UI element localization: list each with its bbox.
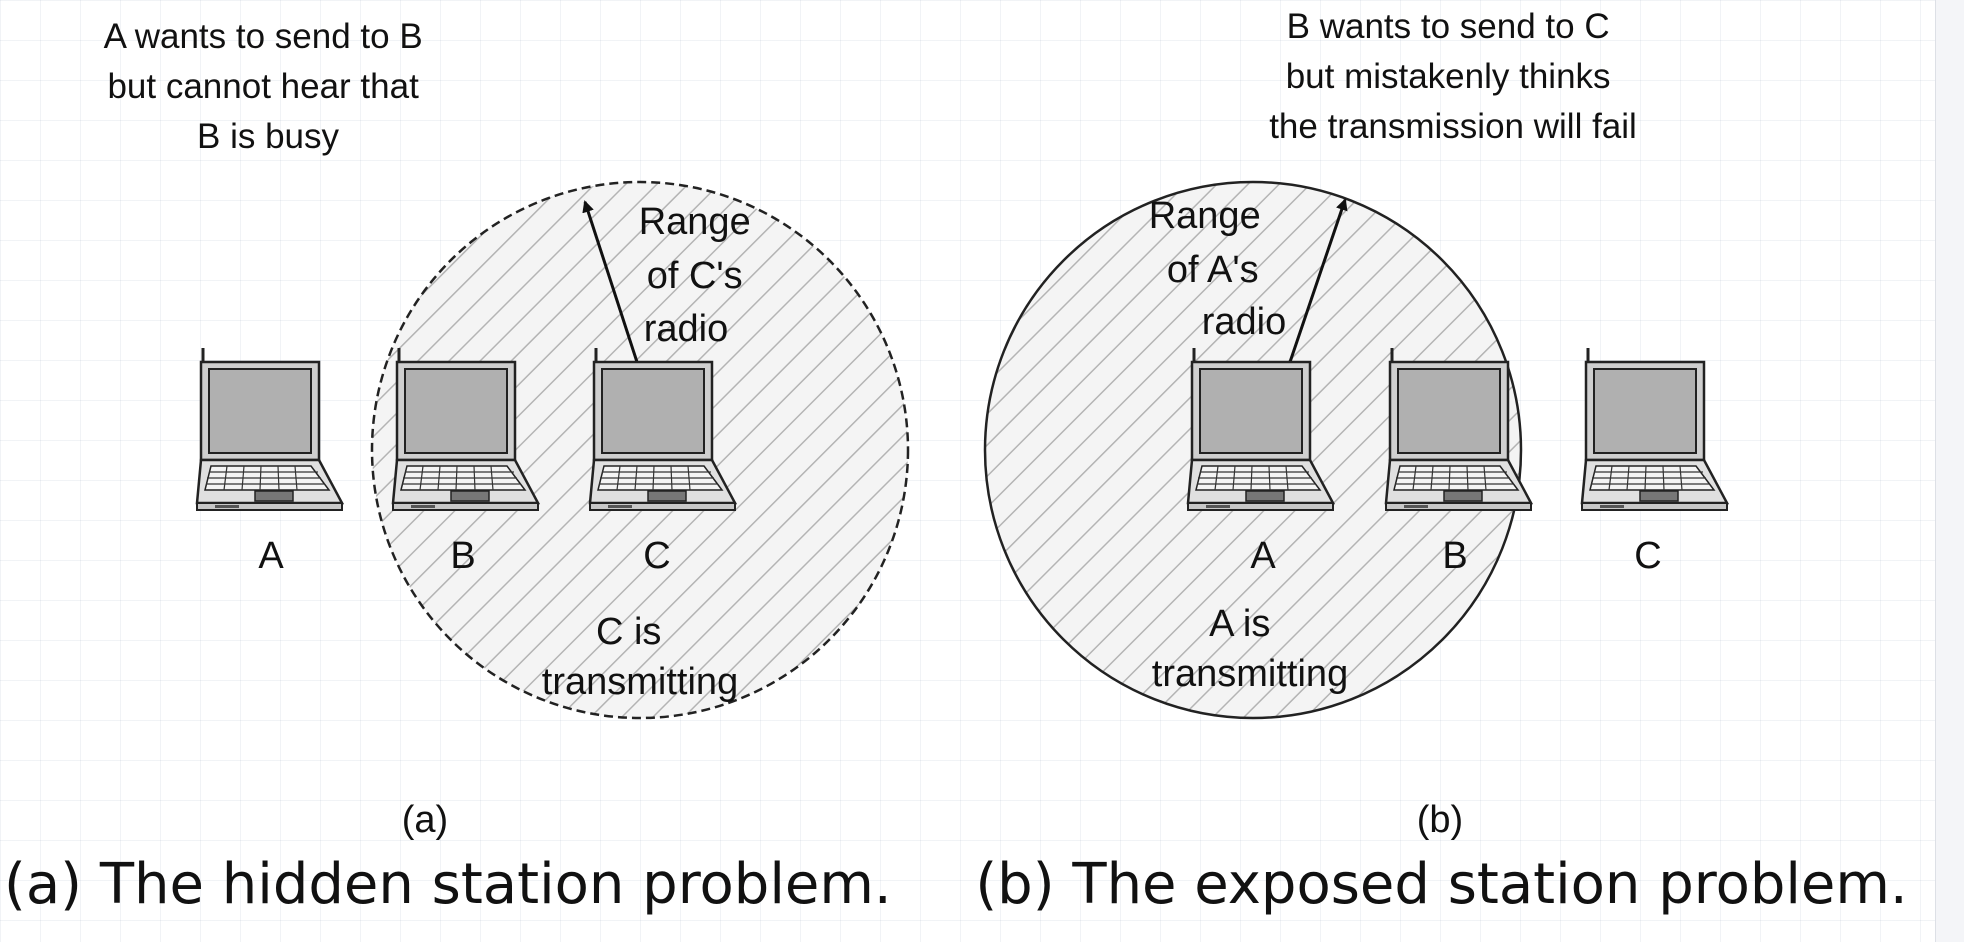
panel-a: A wants to send to B but cannot hear tha… [104, 17, 910, 841]
station-label-c: C [1634, 535, 1661, 577]
laptop-icon [195, 346, 344, 512]
station-label-a: A [1250, 535, 1276, 577]
station-label-b: B [1442, 535, 1467, 577]
station-label-b: B [450, 535, 475, 577]
station-label-a: A [258, 535, 284, 577]
panel-b-sublabel: (b) [1417, 799, 1463, 841]
caption-exposed-station: (b) The exposed station problem. [975, 852, 1908, 917]
range-arrow-c [582, 200, 639, 363]
caption-hidden-station: (a) The hidden station problem. [4, 852, 892, 917]
station-label-c: C [643, 535, 670, 577]
panel-b: B wants to send to C but mistakenly thin… [983, 7, 1729, 841]
panel-a-sublabel: (a) [402, 799, 448, 841]
laptop-icon [1384, 346, 1533, 512]
panel-b-note: B wants to send to C but mistakenly thin… [1269, 7, 1637, 146]
laptop-icon [1186, 346, 1335, 512]
panel-a-note: A wants to send to B but cannot hear tha… [104, 17, 433, 156]
laptop-icon [391, 346, 540, 512]
laptop-icon [588, 346, 737, 512]
range-label-a: Range of A's radio [1149, 195, 1287, 343]
status-label-c: C is transmitting [542, 611, 738, 703]
status-label-a: A is transmitting [1152, 603, 1348, 695]
scrollbar-track[interactable] [1935, 0, 1964, 942]
laptop-icon [1580, 346, 1729, 512]
range-label-c: Range of C's radio [639, 201, 762, 350]
figure-caption: (a) The hidden station problem. (b) The … [4, 852, 1908, 917]
range-arrow-a [1288, 198, 1348, 363]
